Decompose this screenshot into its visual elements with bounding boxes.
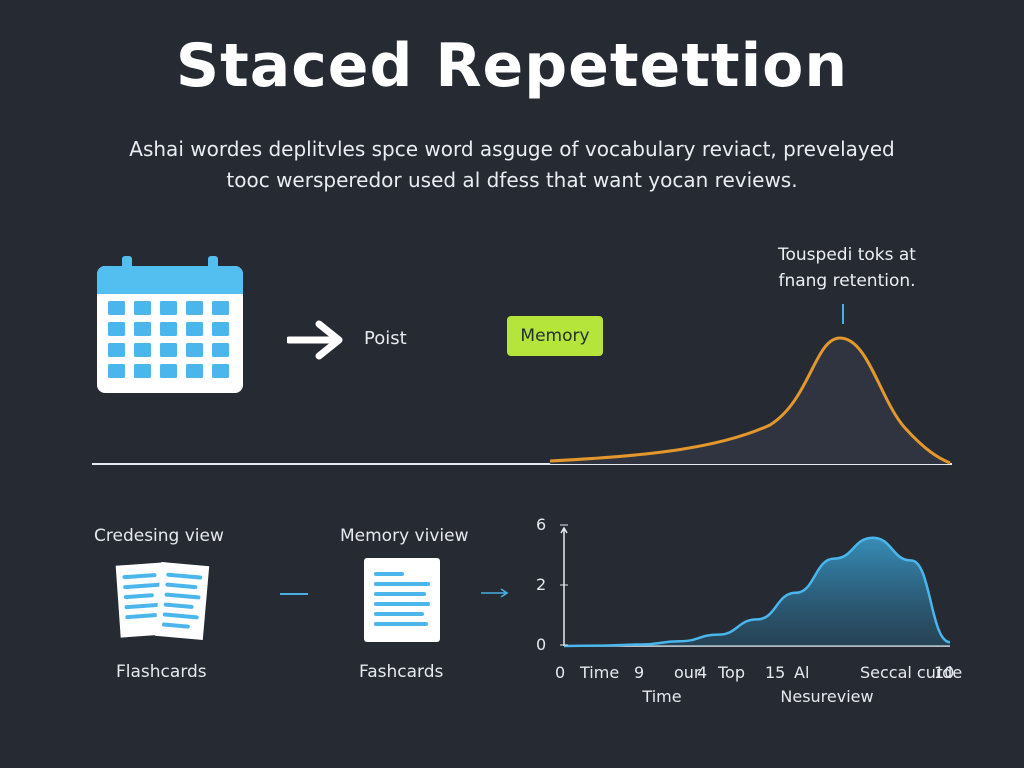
calendar-cell bbox=[134, 301, 151, 315]
step1-top-label: Credesing view bbox=[94, 526, 224, 546]
calendar-cell bbox=[160, 322, 177, 336]
subtitle: Ashai wordes deplitvles spce word asguge… bbox=[62, 134, 962, 196]
chart-x-tick-label: 9 bbox=[634, 663, 644, 682]
calendar-cell bbox=[160, 343, 177, 357]
chart-x-tick-label: Seccal curde bbox=[860, 663, 962, 682]
retention-curve-line bbox=[549, 336, 951, 465]
peak-annotation-line-2: fnang retention. bbox=[778, 271, 916, 291]
page-title: Staced Repetettion bbox=[175, 31, 849, 101]
calendar-cell bbox=[108, 301, 125, 315]
chart-area bbox=[564, 537, 950, 646]
chart-y-ticks: 6 2 0 bbox=[536, 516, 568, 654]
calendar-cell bbox=[212, 322, 229, 336]
flashcards-icon bbox=[115, 562, 210, 640]
calendar-cell bbox=[212, 301, 229, 315]
calendar-cell bbox=[160, 301, 177, 315]
chart-x-axis-label: Time bbox=[641, 687, 681, 706]
peak-annotation-line-1: Touspedi toks at bbox=[778, 245, 916, 265]
chart-x-tick-label: Al bbox=[794, 663, 809, 682]
memory-badge: Memory bbox=[507, 316, 603, 356]
retention-curve-diagram bbox=[92, 304, 952, 465]
calendar-cell bbox=[134, 343, 151, 357]
calendar-cell bbox=[186, 343, 203, 357]
chart-x-axis-secondary-label: Nesureview bbox=[780, 687, 873, 706]
chart-y-tick-label: 6 bbox=[536, 516, 546, 534]
calendar-cell bbox=[108, 322, 125, 336]
retention-curve-fill bbox=[550, 338, 950, 464]
chart-x-tick-label: our bbox=[674, 663, 701, 682]
point-label: Poist bbox=[364, 328, 407, 349]
chart-x-tick-label: Top bbox=[717, 663, 745, 682]
connector-line bbox=[280, 593, 308, 595]
calendar-cell bbox=[134, 322, 151, 336]
calendar-cell bbox=[212, 343, 229, 357]
subtitle-line-1: Ashai wordes deplitvles spce word asguge… bbox=[129, 137, 895, 161]
document-icon bbox=[364, 558, 440, 642]
calendar-cell bbox=[186, 301, 203, 315]
step2-bottom-label: Fashcards bbox=[359, 662, 444, 682]
step2-top-label: Memory viview bbox=[340, 526, 469, 546]
chart-x-tick-label: 10 bbox=[934, 663, 954, 682]
calendar-cell bbox=[186, 322, 203, 336]
calendar-cell bbox=[186, 364, 203, 378]
calendar-icon bbox=[97, 256, 243, 393]
chart-y-axis bbox=[560, 526, 568, 646]
calendar-cell bbox=[108, 343, 125, 357]
chart-x-tick-label: Time bbox=[579, 663, 619, 682]
chart-y-tick-label: 0 bbox=[536, 635, 546, 654]
calendar-cell bbox=[134, 364, 151, 378]
calendar-cell bbox=[160, 364, 177, 378]
calendar-cell bbox=[108, 364, 125, 378]
chart-x-tick-label: 4 bbox=[697, 663, 707, 682]
chart-line bbox=[563, 536, 951, 648]
peak-annotation: Touspedi toks at fnang retention. bbox=[752, 242, 942, 294]
arrow-right-icon bbox=[287, 320, 343, 360]
connector-arrow-icon bbox=[481, 588, 509, 598]
step1-bottom-label: Flashcards bbox=[116, 662, 207, 682]
chart-x-tick-label: 0 bbox=[555, 663, 565, 682]
chart-y-tick-label: 2 bbox=[536, 575, 546, 594]
subtitle-line-2: tooc wersperedor used al dfess that want… bbox=[226, 168, 798, 192]
calendar-cell bbox=[212, 364, 229, 378]
chart-x-tick-label: 15 bbox=[765, 663, 785, 682]
